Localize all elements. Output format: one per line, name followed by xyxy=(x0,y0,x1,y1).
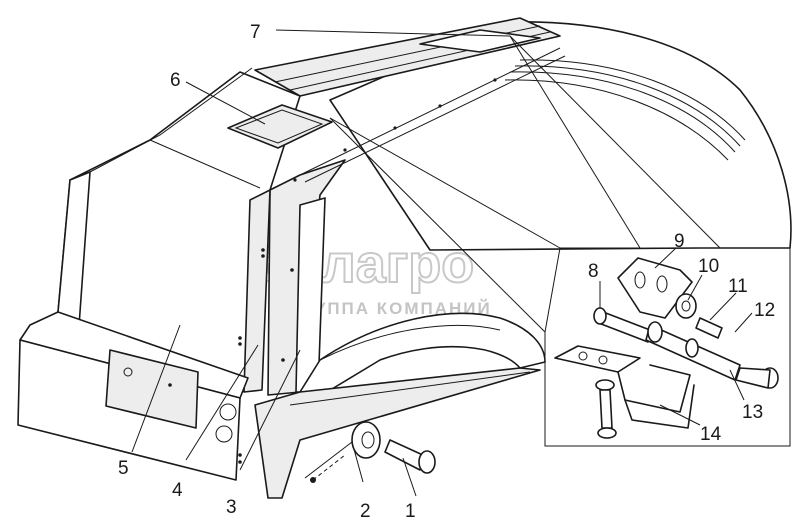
top-rail-rivets xyxy=(293,47,566,183)
wheel-arch xyxy=(329,21,792,251)
hatch-cover xyxy=(227,104,333,149)
callout-11: 11 xyxy=(728,276,748,297)
callout-12: 12 xyxy=(754,300,775,321)
top-edge-strip xyxy=(254,17,561,97)
callout-1: 1 xyxy=(405,501,416,522)
callout-13: 13 xyxy=(742,402,763,423)
washer-2 xyxy=(351,421,381,459)
mudguard-flap xyxy=(254,367,541,499)
callout-labels: 1 2 3 4 5 6 7 8 9 10 11 12 13 14 xyxy=(118,22,775,522)
callout-6: 6 xyxy=(170,70,181,91)
callout-4: 4 xyxy=(172,480,183,501)
bolt-1 xyxy=(384,439,436,474)
callout-9: 9 xyxy=(674,231,685,252)
support-bracket-14 xyxy=(554,345,695,439)
front-fender xyxy=(299,312,546,396)
callout-2: 2 xyxy=(360,501,371,522)
callout-8: 8 xyxy=(588,261,599,282)
callout-3: 3 xyxy=(226,497,237,518)
leader-lines xyxy=(131,29,753,497)
front-bumper-block xyxy=(17,311,249,481)
callout-14: 14 xyxy=(700,424,722,445)
callout-5: 5 xyxy=(118,458,129,479)
bracket-9 xyxy=(617,257,693,319)
callout-10: 10 xyxy=(698,256,719,277)
rod-assembly xyxy=(593,293,779,389)
watermark-tagline: ГРУППА КОМПАНИЙ xyxy=(290,299,492,318)
callout-7: 7 xyxy=(250,22,261,43)
